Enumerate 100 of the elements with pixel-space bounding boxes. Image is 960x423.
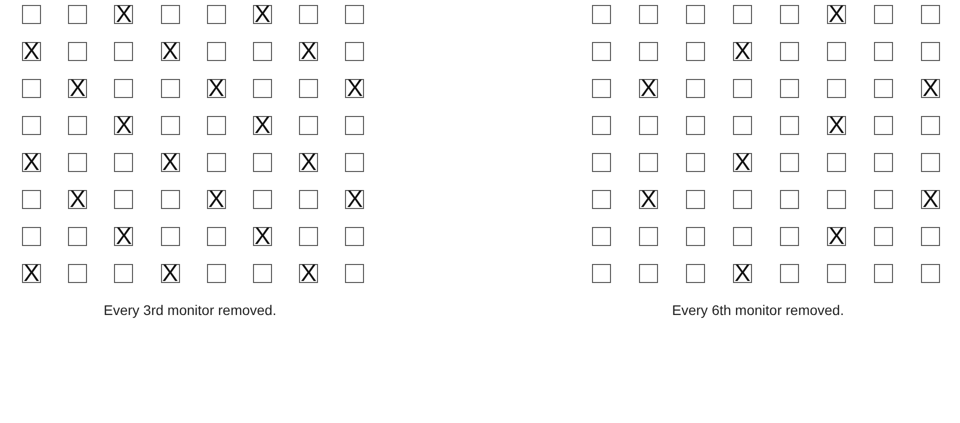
- empty-checkbox: [874, 227, 893, 246]
- empty-checkbox: [160, 116, 180, 135]
- empty-checkbox: [780, 79, 799, 98]
- empty-checkbox: [874, 79, 893, 98]
- cross-mark: X: [922, 189, 939, 210]
- empty-checkbox: [592, 153, 611, 172]
- empty-checkbox: [160, 5, 180, 24]
- empty-checkbox: [299, 190, 318, 209]
- empty-checkbox: [686, 264, 705, 283]
- empty-checkbox: [874, 116, 893, 135]
- empty-checkbox: [345, 5, 364, 24]
- empty-checkbox: [22, 5, 41, 24]
- cross-mark: X: [69, 78, 86, 99]
- empty-checkbox: [68, 5, 88, 24]
- empty-checkbox: [827, 42, 846, 61]
- empty-checkbox: [874, 42, 893, 61]
- empty-checkbox: [592, 79, 611, 98]
- cross-mark: X: [734, 41, 751, 62]
- empty-checkbox: [827, 79, 846, 98]
- empty-checkbox: [206, 42, 226, 61]
- cross-mark: X: [346, 189, 364, 210]
- empty-checkbox: [160, 227, 180, 246]
- cross-mark: X: [300, 263, 318, 284]
- cross-mark: X: [115, 226, 132, 247]
- cross-mark: X: [734, 152, 751, 173]
- cross-mark: X: [115, 4, 132, 25]
- empty-checkbox: [253, 264, 272, 283]
- caption: Every 3rd monitor removed.: [102, 302, 278, 318]
- empty-checkbox: [686, 5, 705, 24]
- empty-checkbox: [686, 116, 705, 135]
- empty-checkbox: [639, 153, 658, 172]
- empty-checkbox: [639, 264, 658, 283]
- empty-checkbox: [345, 116, 364, 135]
- empty-checkbox: [921, 116, 940, 135]
- empty-checkbox: [206, 5, 226, 24]
- empty-checkbox: [299, 227, 318, 246]
- empty-checkbox: [639, 5, 658, 24]
- empty-checkbox: [639, 116, 658, 135]
- empty-checkbox: [345, 153, 364, 172]
- cross-mark: X: [828, 4, 845, 25]
- empty-checkbox: [827, 264, 846, 283]
- empty-checkbox: [68, 227, 88, 246]
- empty-checkbox: [345, 264, 364, 283]
- empty-checkbox: [874, 153, 893, 172]
- empty-checkbox: [780, 190, 799, 209]
- empty-checkbox: [206, 227, 226, 246]
- empty-checkbox: [345, 227, 364, 246]
- cross-mark: X: [828, 115, 845, 136]
- cross-mark: X: [922, 78, 939, 99]
- empty-checkbox: [592, 5, 611, 24]
- empty-checkbox: [68, 153, 88, 172]
- empty-checkbox: [114, 153, 134, 172]
- empty-checkbox: [592, 264, 611, 283]
- cross-mark: X: [23, 263, 40, 284]
- empty-checkbox: [921, 5, 940, 24]
- cross-mark: X: [346, 78, 364, 99]
- empty-checkbox: [874, 190, 893, 209]
- empty-checkbox: [114, 190, 134, 209]
- cross-mark: X: [23, 41, 40, 62]
- empty-checkbox: [592, 190, 611, 209]
- cross-mark: X: [23, 152, 40, 173]
- empty-checkbox: [874, 264, 893, 283]
- empty-checkbox: [780, 42, 799, 61]
- empty-checkbox: [686, 190, 705, 209]
- empty-checkbox: [68, 42, 88, 61]
- empty-checkbox: [206, 116, 226, 135]
- empty-checkbox: [22, 116, 41, 135]
- empty-checkbox: [345, 42, 364, 61]
- empty-checkbox: [22, 79, 41, 98]
- cross-mark: X: [208, 78, 225, 99]
- empty-checkbox: [206, 264, 226, 283]
- empty-checkbox: [686, 79, 705, 98]
- empty-checkbox: [827, 190, 846, 209]
- empty-checkbox: [686, 227, 705, 246]
- empty-checkbox: [780, 227, 799, 246]
- empty-checkbox: [253, 190, 272, 209]
- empty-checkbox: [921, 264, 940, 283]
- empty-checkbox: [160, 79, 180, 98]
- cross-mark: X: [115, 115, 132, 136]
- empty-checkbox: [253, 79, 272, 98]
- cross-mark: X: [254, 226, 271, 247]
- empty-checkbox: [114, 79, 134, 98]
- empty-checkbox: [921, 153, 940, 172]
- empty-checkbox: [299, 79, 318, 98]
- empty-checkbox: [827, 153, 846, 172]
- empty-checkbox: [114, 264, 134, 283]
- empty-checkbox: [733, 116, 752, 135]
- cross-mark: X: [208, 189, 225, 210]
- empty-checkbox: [22, 227, 41, 246]
- empty-checkbox: [686, 42, 705, 61]
- empty-checkbox: [921, 42, 940, 61]
- empty-checkbox: [160, 190, 180, 209]
- cross-mark: X: [162, 263, 179, 284]
- empty-checkbox: [68, 116, 88, 135]
- empty-checkbox: [114, 42, 134, 61]
- empty-checkbox: [733, 227, 752, 246]
- caption: Every 6th monitor removed.: [671, 302, 845, 318]
- empty-checkbox: [253, 42, 272, 61]
- empty-checkbox: [780, 116, 799, 135]
- empty-checkbox: [733, 5, 752, 24]
